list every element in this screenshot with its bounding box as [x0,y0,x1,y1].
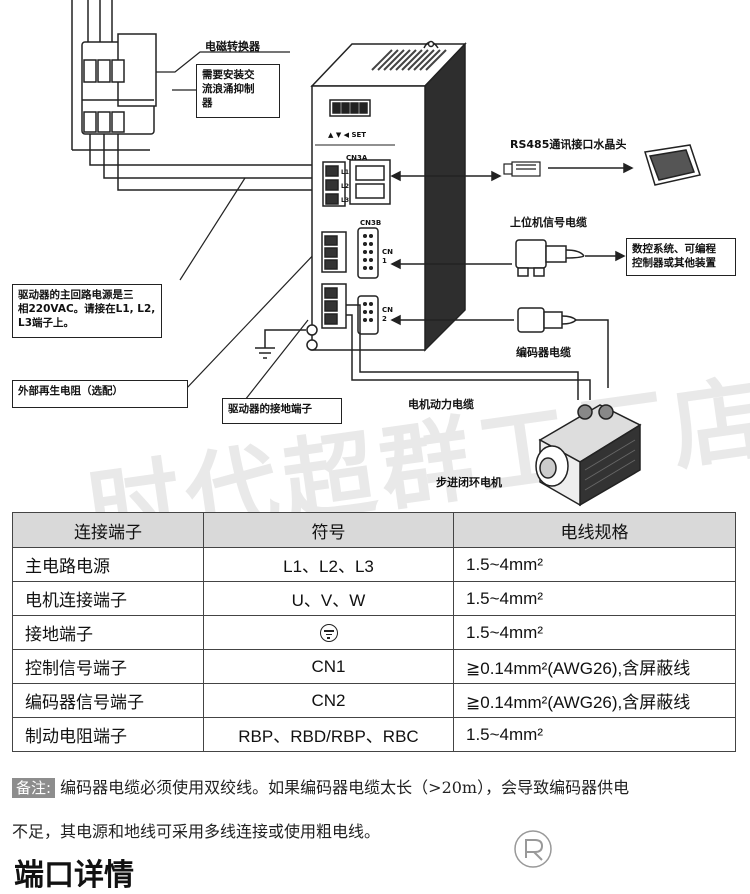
port-cn3b-label: CN3B [360,219,382,227]
header-wire-spec: 电线规格 [453,512,736,548]
table-row: 控制信号端子 CN1 ≧0.14mm²(AWG26),含屏蔽线 [12,649,736,684]
row-spec: 1.5~4mm² [453,717,736,752]
row-symbol: CN1 [203,649,454,684]
row-name: 主电路电源 [12,547,204,582]
row-spec: ≧0.14mm²(AWG26),含屏蔽线 [453,649,736,684]
encoder-connector-icon [517,307,577,333]
row-spec: ≧0.14mm²(AWG26),含屏蔽线 [453,683,736,718]
terminal-l1: L1 [341,169,349,176]
row-name: 接地端子 [12,615,204,650]
ground-symbol [255,329,306,359]
regen-note-box: 外部再生电阻（选配） [12,380,188,408]
terminal-l3: L3 [341,197,349,204]
port-cn3a-label: CN3A [346,154,368,162]
header-terminal: 连接端子 [12,512,204,548]
port-cn2-label: CN 2 [382,306,393,323]
stepper-motor [535,404,642,507]
table-row: 制动电阻端子 RBP、RBD/RBP、RBC 1.5~4mm² [12,717,736,752]
port-cn1-label: CN 1 [382,248,393,265]
driver-unit [306,40,467,352]
terminal-l2: L2 [341,183,349,190]
hmi-panel-icon [644,144,701,186]
table-row: 接地端子 1.5~4mm² [12,615,736,650]
db-cable-icon [515,239,585,277]
motor-label: 步进闭环电机 [436,476,502,489]
registered-logo-icon [514,830,552,868]
contactor [81,33,157,135]
surge-note-box: 需要安装交 流浪涌抑制 器 [196,64,280,118]
contactor-label: 电磁转换器 [205,40,260,53]
wiring-spec-table: 连接端子 符号 电线规格 主电路电源 L1、L2、L3 1.5~4mm² 电机连… [12,512,736,752]
ground-note-box: 驱动器的接地端子 [222,398,342,424]
row-symbol: RBP、RBD/RBP、RBC [203,717,454,752]
row-spec: 1.5~4mm² [453,547,736,582]
table-row: 主电路电源 L1、L2、L3 1.5~4mm² [12,547,736,582]
row-name: 编码器信号端子 [12,683,204,718]
row-name: 控制信号端子 [12,649,204,684]
row-spec: 1.5~4mm² [453,615,736,650]
row-name: 电机连接端子 [12,581,204,616]
rs485-label: RS485通讯接口水晶头 [510,138,627,151]
remark-text-1: 编码器电缆必须使用双绞线。如果编码器电缆太长（>20m），会导致编码器供电 [60,778,630,797]
cnc-note-box: 数控系统、可编程 控制器或其他装置 [626,238,736,276]
row-symbol: L1、L2、L3 [203,547,454,582]
remark-tag: 备注: [12,778,56,798]
row-symbol: CN2 [203,683,454,718]
motor-cable-label: 电机动力电缆 [408,398,474,411]
row-spec: 1.5~4mm² [453,581,736,616]
row-symbol [203,615,454,650]
earth-ground-icon [319,624,338,643]
rj45-plug-icon [503,161,541,177]
table-header-row: 连接端子 符号 电线规格 [12,512,736,548]
row-symbol: U、V、W [203,581,454,616]
table-row: 编码器信号端子 CN2 ≧0.14mm²(AWG26),含屏蔽线 [12,683,736,718]
remark-text-2: 不足，其电源和地线可采用多线连接或使用粗电线。 [12,822,381,841]
encoder-cable-label: 编码器电缆 [516,346,571,359]
wiring-diagram [71,0,701,507]
host-cable-label: 上位机信号电缆 [510,216,587,229]
next-section-title: 端口详情 [14,858,134,893]
driver-keys-label: ▲ ▼ ◀ SET [328,131,367,139]
header-symbol: 符号 [203,512,454,548]
table-row: 电机连接端子 U、V、W 1.5~4mm² [12,581,736,616]
row-name: 制动电阻端子 [12,717,204,752]
power-note-box: 驱动器的主回路电源是三 相220VAC。请接在L1, L2, L3端子上。 [12,284,162,338]
remark-line-1: 备注: 编码器电缆必须使用双绞线。如果编码器电缆太长（>20m），会导致编码器供… [12,778,629,798]
